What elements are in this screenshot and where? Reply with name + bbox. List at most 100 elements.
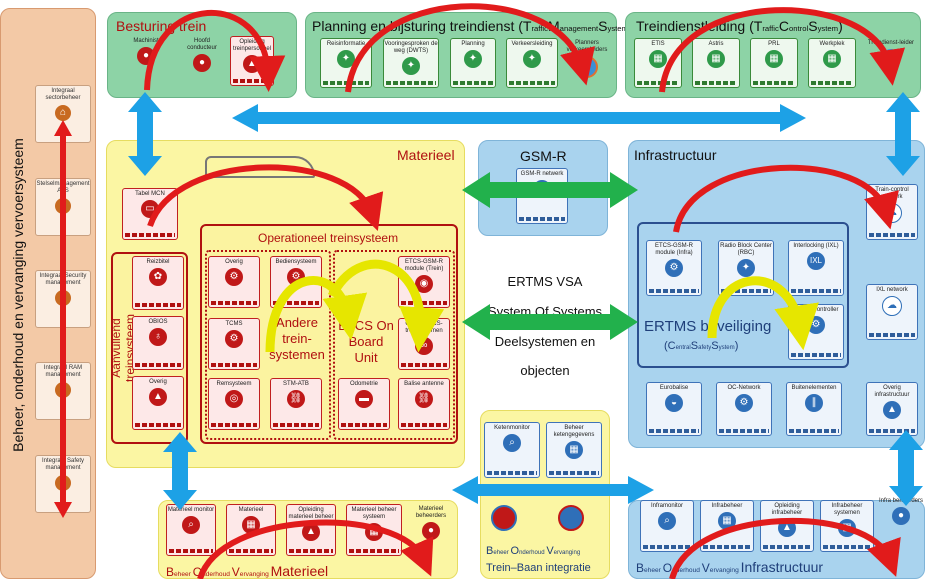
warning-icon: ▲ bbox=[883, 401, 901, 419]
ixl-icon: IXL bbox=[807, 252, 825, 270]
blue-arrow-bottom-right-vertical bbox=[889, 430, 923, 506]
gear-icon: ⚙ bbox=[735, 394, 753, 412]
materieel-title: Materieel bbox=[397, 147, 455, 163]
bov-integratie-title-line2: Trein–Baan integratie bbox=[486, 562, 591, 574]
card-balise-antenne: Balise antenne⛓ bbox=[398, 378, 450, 430]
red-curve-bov-materieel bbox=[197, 519, 434, 579]
card-verkeersleiding: Verkeersleiding✦ bbox=[506, 38, 558, 88]
search-icon: ⌕ bbox=[503, 434, 521, 452]
warning-icon: ▲ bbox=[149, 388, 167, 406]
card-materieel-beheer-systeem: Materieel beheer systeem▦ bbox=[346, 504, 402, 556]
red-curve-besturing bbox=[144, 10, 286, 92]
beveiliging-subtitle: (CentralSafetySystem) bbox=[664, 340, 739, 352]
operationeel-title: Operationeel treinsysteem bbox=[258, 231, 399, 245]
card-ixl-network: IXL network☁ bbox=[866, 284, 918, 340]
server-icon: ▦ bbox=[823, 50, 841, 68]
person-icon: ● bbox=[193, 54, 211, 72]
red-curve-treindienst bbox=[659, 7, 906, 93]
cloud-icon: ☁ bbox=[882, 296, 902, 316]
brake-icon: ◎ bbox=[225, 390, 243, 408]
beveiliging-title: ERTMS beveiliging bbox=[644, 318, 772, 335]
card-rbc: Radio Block Center (RBC)✦ bbox=[718, 240, 774, 296]
blue-arrow-left-vertical bbox=[128, 92, 162, 176]
gsmr-title: GSM-R bbox=[520, 148, 567, 164]
card-overig-infra: Overig infrastructuur▲ bbox=[866, 382, 918, 436]
integratie-search-icon bbox=[558, 505, 584, 531]
center-line-4: objecten bbox=[520, 363, 570, 378]
card-reisinformatie: Reisinformatie✦ bbox=[320, 38, 372, 88]
server-icon: ▦ bbox=[649, 50, 667, 68]
yellow-curve-etcs bbox=[327, 259, 445, 353]
card-tcms: TCMS⚙ bbox=[208, 318, 260, 370]
card-overig-aanvullend: Overig▲ bbox=[132, 376, 184, 430]
card-materieel-beheerders: Materieel beheerders● bbox=[408, 504, 454, 556]
card-overig-op: Overig⚙ bbox=[208, 256, 260, 308]
people-icon: ● bbox=[422, 522, 440, 540]
gear-icon: ⚙ bbox=[665, 259, 683, 277]
graduation-icon: ▲ bbox=[302, 523, 320, 541]
red-curve-bov-infra bbox=[669, 517, 901, 579]
blue-arrow-right-vertical bbox=[886, 92, 920, 176]
link-icon: ⛓ bbox=[287, 390, 305, 408]
people-icon: ● bbox=[892, 507, 910, 525]
card-remsysteem: Remsysteem◎ bbox=[208, 378, 260, 430]
center-title: ERTMS VSA bbox=[507, 274, 583, 289]
blue-arrow-bottom-horizontal bbox=[452, 476, 654, 504]
yellow-curve-beveiliging bbox=[707, 276, 819, 351]
red-curve-infra bbox=[673, 164, 899, 233]
ruler-icon: ▬ bbox=[355, 390, 373, 408]
wifi-icon: ◉ bbox=[415, 275, 433, 293]
card-reizbitel: Reizbitel✿ bbox=[132, 256, 184, 310]
blue-arrow-top-horizontal bbox=[232, 104, 806, 132]
card-ketenmonitor: Ketenmonitor⌕ bbox=[484, 422, 540, 478]
search-icon: ⌕ bbox=[658, 512, 676, 530]
integratie-people-icon bbox=[491, 505, 517, 531]
card-stm-atb: STM-ATB⛓ bbox=[270, 378, 322, 430]
center-line-3: Deelsystemen en bbox=[494, 334, 596, 349]
network-icon: ✦ bbox=[402, 57, 420, 75]
dome-icon: ◒ bbox=[665, 394, 683, 412]
card-buitenelementen: Buitenelementen∥ bbox=[786, 382, 842, 436]
server-icon: ▦ bbox=[707, 50, 725, 68]
card-materieel-monitor: Materieel monitor⌕ bbox=[166, 504, 216, 556]
card-astris: Astris▦ bbox=[692, 38, 740, 88]
etcs-subpanel bbox=[333, 250, 455, 440]
plant-icon: ✿ bbox=[149, 268, 167, 286]
card-etcs-gsmr-infra: ETCS-GSM-R module (Infra)⚙ bbox=[646, 240, 702, 296]
card-ixl: Interlocking (IXL)IXL bbox=[788, 240, 844, 296]
building-icon: ⌂ bbox=[55, 105, 71, 121]
server-icon: ▦ bbox=[718, 512, 736, 530]
red-curve-materieel bbox=[147, 164, 384, 232]
card-oc-network: OC-Network⚙ bbox=[716, 382, 772, 436]
infra-title: Infrastructuur bbox=[634, 147, 717, 163]
card-etis: ETIS▦ bbox=[634, 38, 682, 88]
blue-arrow-bottom-left-vertical bbox=[163, 432, 197, 510]
bov-infra-title: Beheer Onderhoud Vervanging Infrastructu… bbox=[636, 559, 824, 575]
treindienst-title: Treindienstleiding (TrafficControlSystem… bbox=[636, 18, 843, 34]
card-dwts: Vooringesproken de weg (DWTS)✦ bbox=[383, 38, 439, 88]
card-opleiding-materieel: Opleiding materieel beheer▲ bbox=[286, 504, 336, 556]
network-icon: ✦ bbox=[737, 259, 755, 277]
card-beheer-ketengegevens: Beheer ketengegevens▦ bbox=[546, 422, 602, 478]
red-arrow-left-vertical bbox=[54, 120, 72, 518]
card-planning: Planning✦ bbox=[450, 38, 496, 88]
card-obios: OBIOS♁ bbox=[132, 316, 184, 370]
andere-treinsystemen-label: Andere trein-systemen bbox=[269, 315, 325, 362]
card-eurobalise: Eurobalise◒ bbox=[646, 382, 702, 436]
card-hoofdconducteur: Hoofd conducteur● bbox=[180, 36, 224, 86]
card-prl: PRL▦ bbox=[750, 38, 798, 88]
stethoscope-icon: ♁ bbox=[149, 328, 167, 346]
gear-icon: ⚙ bbox=[225, 268, 243, 286]
server-icon: ▦ bbox=[765, 50, 783, 68]
green-arrow-gsmr bbox=[462, 172, 638, 208]
card-werkplek: Werkplek▦ bbox=[808, 38, 856, 88]
link-icon: ⛓ bbox=[415, 390, 433, 408]
green-arrow-center bbox=[462, 304, 638, 340]
network-icon: ✦ bbox=[337, 50, 355, 68]
bov-materieel-title: Beheer Onderhoud Vervanging Materieel bbox=[166, 563, 329, 579]
red-curve-planning bbox=[345, 3, 595, 93]
andere-subpanel bbox=[205, 250, 331, 440]
server-icon: ▦ bbox=[242, 516, 260, 534]
network-icon: ✦ bbox=[464, 50, 482, 68]
